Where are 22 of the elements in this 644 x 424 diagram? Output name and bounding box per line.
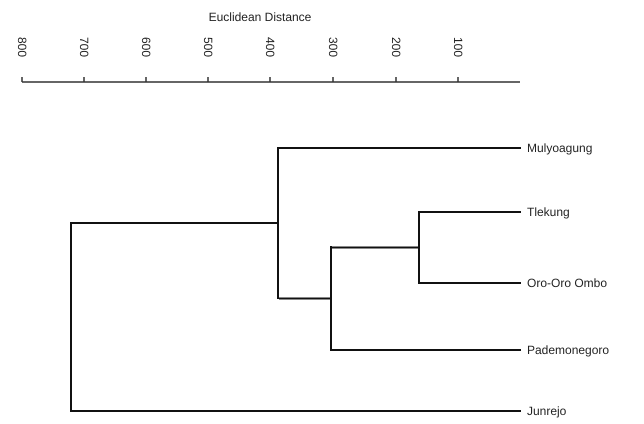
dendrogram-branch bbox=[420, 211, 521, 213]
tick-label: 400 bbox=[263, 36, 277, 60]
tick-label: 100 bbox=[451, 36, 465, 60]
dendrogram-branch bbox=[279, 147, 521, 149]
tick-label: 300 bbox=[326, 36, 340, 60]
tick-label: 500 bbox=[201, 36, 215, 60]
leaf-label: Pademonegoro bbox=[527, 342, 610, 358]
dendrogram-branch bbox=[332, 246, 418, 248]
dendrogram-branch bbox=[420, 282, 521, 284]
dendrogram-branch bbox=[332, 349, 521, 351]
tick-label: 200 bbox=[389, 36, 403, 60]
tick-label: 600 bbox=[139, 36, 153, 60]
leaf-label: Tlekung bbox=[527, 204, 570, 220]
tick-label: 800 bbox=[15, 36, 29, 60]
leaf-label: Junrejo bbox=[527, 403, 566, 419]
tick-label: 700 bbox=[77, 36, 91, 60]
dendrogram-branch bbox=[72, 410, 521, 412]
leaf-label: Oro-Oro Ombo bbox=[527, 275, 608, 291]
dendrogram-branch bbox=[72, 222, 277, 224]
dendrogram-branch bbox=[279, 298, 330, 300]
axis-title: Euclidean Distance bbox=[208, 10, 312, 24]
leaf-label: Mulyoagung bbox=[527, 140, 592, 156]
